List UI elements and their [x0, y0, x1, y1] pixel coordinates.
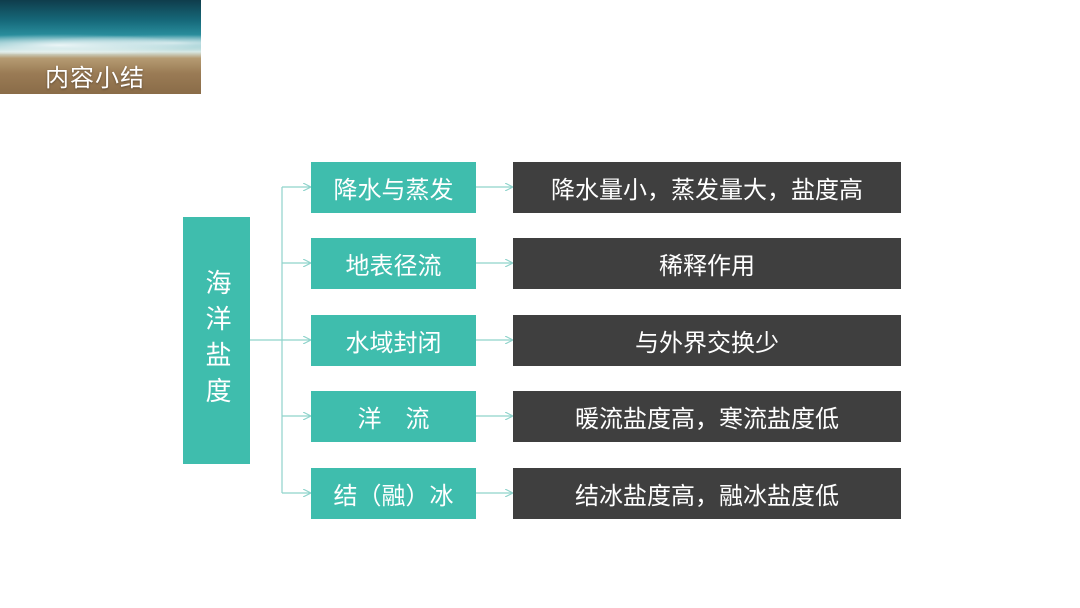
factor-label: 降水与蒸发	[333, 176, 454, 204]
root-node: 海洋盐度	[183, 217, 250, 464]
root-label: 海洋盐度	[201, 268, 231, 413]
factor-node: 结（融）冰	[311, 468, 476, 519]
effect-label: 暖流盐度高，寒流盐度低	[575, 405, 839, 433]
factor-label: 地表径流	[345, 252, 442, 280]
effect-label: 稀释作用	[659, 252, 755, 280]
factor-label: 水域封闭	[345, 329, 442, 357]
effect-node: 结冰盐度高，融冰盐度低	[513, 468, 901, 519]
effect-node: 降水量小，蒸发量大，盐度高	[513, 162, 901, 213]
factor-node: 洋 流	[311, 391, 476, 442]
effect-node: 稀释作用	[513, 238, 901, 289]
header-title: 内容小结	[45, 64, 145, 92]
effect-node: 暖流盐度高，寒流盐度低	[513, 391, 901, 442]
effect-label: 结冰盐度高，融冰盐度低	[575, 482, 839, 510]
wave-decoration	[0, 32, 201, 54]
factor-node: 水域封闭	[311, 315, 476, 366]
effect-label: 与外界交换少	[635, 329, 779, 357]
header-banner: 内容小结	[0, 0, 201, 94]
factor-label: 结（融）冰	[333, 482, 454, 510]
factor-node: 地表径流	[311, 238, 476, 289]
factor-node: 降水与蒸发	[311, 162, 476, 213]
factor-label: 洋 流	[357, 405, 430, 433]
effect-node: 与外界交换少	[513, 315, 901, 366]
effect-label: 降水量小，蒸发量大，盐度高	[551, 176, 863, 204]
